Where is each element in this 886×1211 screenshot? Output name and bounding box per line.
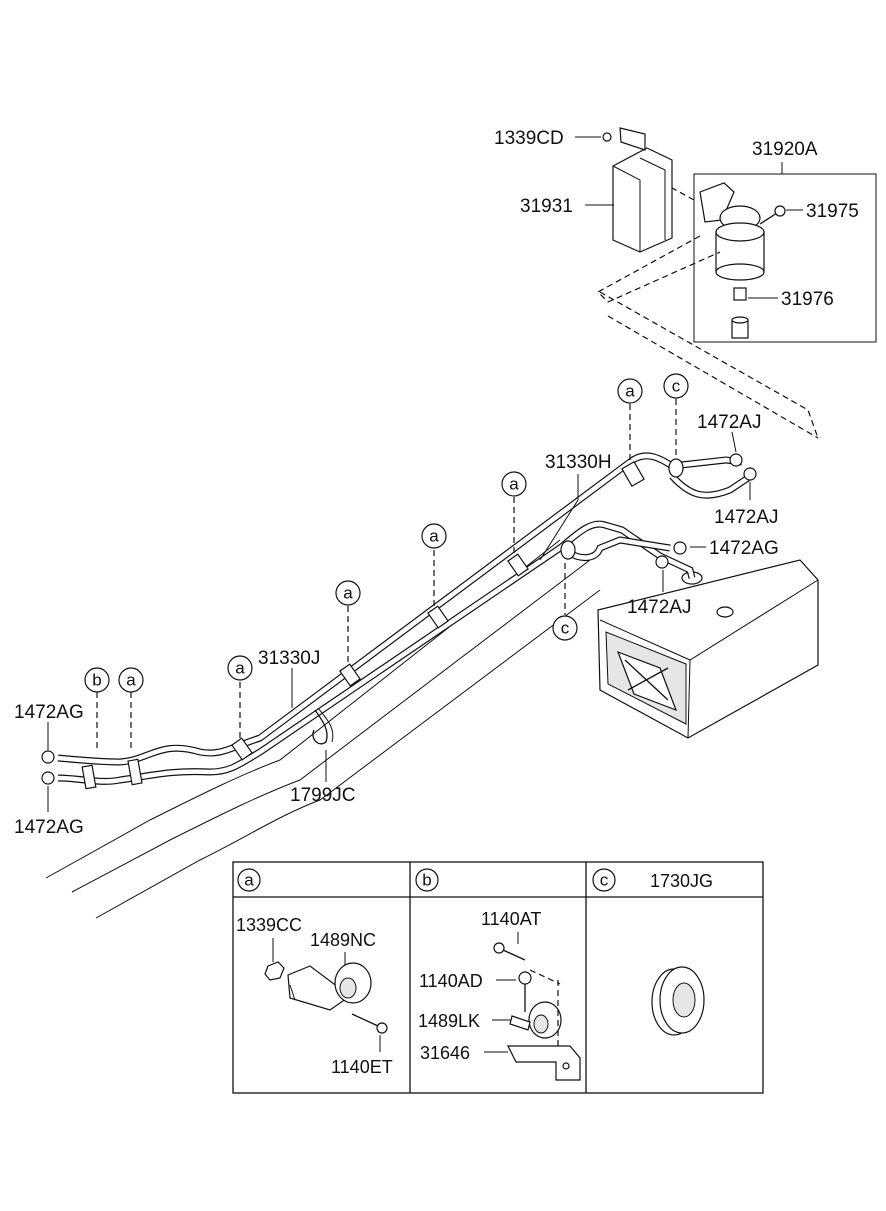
label-31931: 31931 xyxy=(520,196,573,217)
svg-text:a: a xyxy=(126,671,136,690)
marker-b-main: b xyxy=(84,667,110,693)
svg-text:c: c xyxy=(561,619,570,638)
detail-cell-b: b 1140AT 1140AD 1489LK 31646 xyxy=(415,868,581,1081)
label-1140AT: 1140AT xyxy=(481,909,541,929)
bracket-31931 xyxy=(602,127,673,253)
label-31920A: 31920A xyxy=(752,139,818,160)
label-1472AJ-mid: 1472AJ xyxy=(714,507,778,528)
bracket-31646 xyxy=(507,1045,581,1081)
grommet-c2 xyxy=(560,540,576,560)
svg-text:a: a xyxy=(429,527,439,546)
filter-assembly xyxy=(597,127,877,439)
detail-key-b: b xyxy=(422,871,431,890)
marker-a-6: a xyxy=(617,378,643,404)
label-31330J: 31330J xyxy=(258,648,320,669)
label-1472AJ-low: 1472AJ xyxy=(627,597,691,618)
nut-1339CC xyxy=(264,961,285,981)
clamp-a5 xyxy=(507,553,529,577)
label-1472AG-right: 1472AG xyxy=(709,538,779,559)
detail-table: a 1339CC 1489NC 1140ET b 1140AT 1140AD 1… xyxy=(232,861,764,1094)
marker-c-1: c xyxy=(663,373,689,399)
marker-a-5: a xyxy=(501,471,527,497)
floor-outline xyxy=(45,539,601,919)
marker-a-3: a xyxy=(335,580,361,606)
clamp-a2 xyxy=(231,737,253,761)
clamp-a1 xyxy=(127,758,143,786)
clamp-a3 xyxy=(339,663,361,687)
detail-cell-a: a 1339CC 1489NC 1140ET xyxy=(236,868,393,1077)
label-31976: 31976 xyxy=(781,289,834,310)
label-1339CD: 1339CD xyxy=(494,128,564,149)
nut-1472AG-top xyxy=(41,750,55,764)
nut-1472AG-bottom xyxy=(41,771,55,785)
svg-text:a: a xyxy=(625,382,635,401)
label-1140AD: 1140AD xyxy=(419,971,483,991)
svg-text:b: b xyxy=(92,671,101,690)
label-31646: 31646 xyxy=(420,1043,470,1063)
fuel-lines xyxy=(41,452,757,790)
detail-key-a: a xyxy=(244,871,254,890)
label-1730JG: 1730JG xyxy=(650,871,713,891)
label-1339CC: 1339CC xyxy=(236,915,302,935)
marker-a-4: a xyxy=(421,523,447,549)
clip-1799JC xyxy=(312,709,328,745)
grommet-c1 xyxy=(668,458,684,478)
label-31975: 31975 xyxy=(806,201,859,222)
svg-text:c: c xyxy=(672,377,681,396)
detail-cell-c: c 1730JG xyxy=(592,868,713,1036)
charcoal-canister xyxy=(597,559,819,739)
callout-leaders xyxy=(47,136,803,812)
fuel-filter xyxy=(699,182,786,339)
grommet-1730JG xyxy=(651,966,705,1036)
svg-text:a: a xyxy=(343,584,353,603)
marker-c-2: c xyxy=(552,615,578,641)
label-1472AJ-top: 1472AJ xyxy=(697,412,761,433)
bolt-1140AT xyxy=(493,942,505,954)
clamp-b xyxy=(81,764,97,790)
callout-labels: 1339CD 31920A 31931 31975 31976 31330H 1… xyxy=(14,128,859,838)
label-31330H: 31330H xyxy=(545,452,612,473)
clamp-a6 xyxy=(621,461,645,487)
marker-a-2: a xyxy=(227,655,253,681)
label-1799JC: 1799JC xyxy=(290,785,356,806)
marker-leaders xyxy=(96,399,677,752)
nut-1339CD xyxy=(602,132,612,142)
label-1472AG-left-bottom: 1472AG xyxy=(14,817,84,838)
bolt-1140ET xyxy=(351,1013,379,1027)
svg-text:a: a xyxy=(509,475,519,494)
bolt-1140AD xyxy=(518,971,532,985)
label-1472AG-left-top: 1472AG xyxy=(14,702,84,723)
label-1489NC: 1489NC xyxy=(310,930,376,950)
label-1489LK: 1489LK xyxy=(418,1011,480,1031)
svg-text:a: a xyxy=(235,659,245,678)
clamp-a4 xyxy=(427,605,449,629)
detail-key-c: c xyxy=(600,871,609,890)
marker-a-1: a xyxy=(118,667,144,693)
marker-circles: b a a a a a a c xyxy=(84,373,689,693)
filter-inset-box xyxy=(693,173,877,343)
label-1140ET: 1140ET xyxy=(331,1057,393,1077)
